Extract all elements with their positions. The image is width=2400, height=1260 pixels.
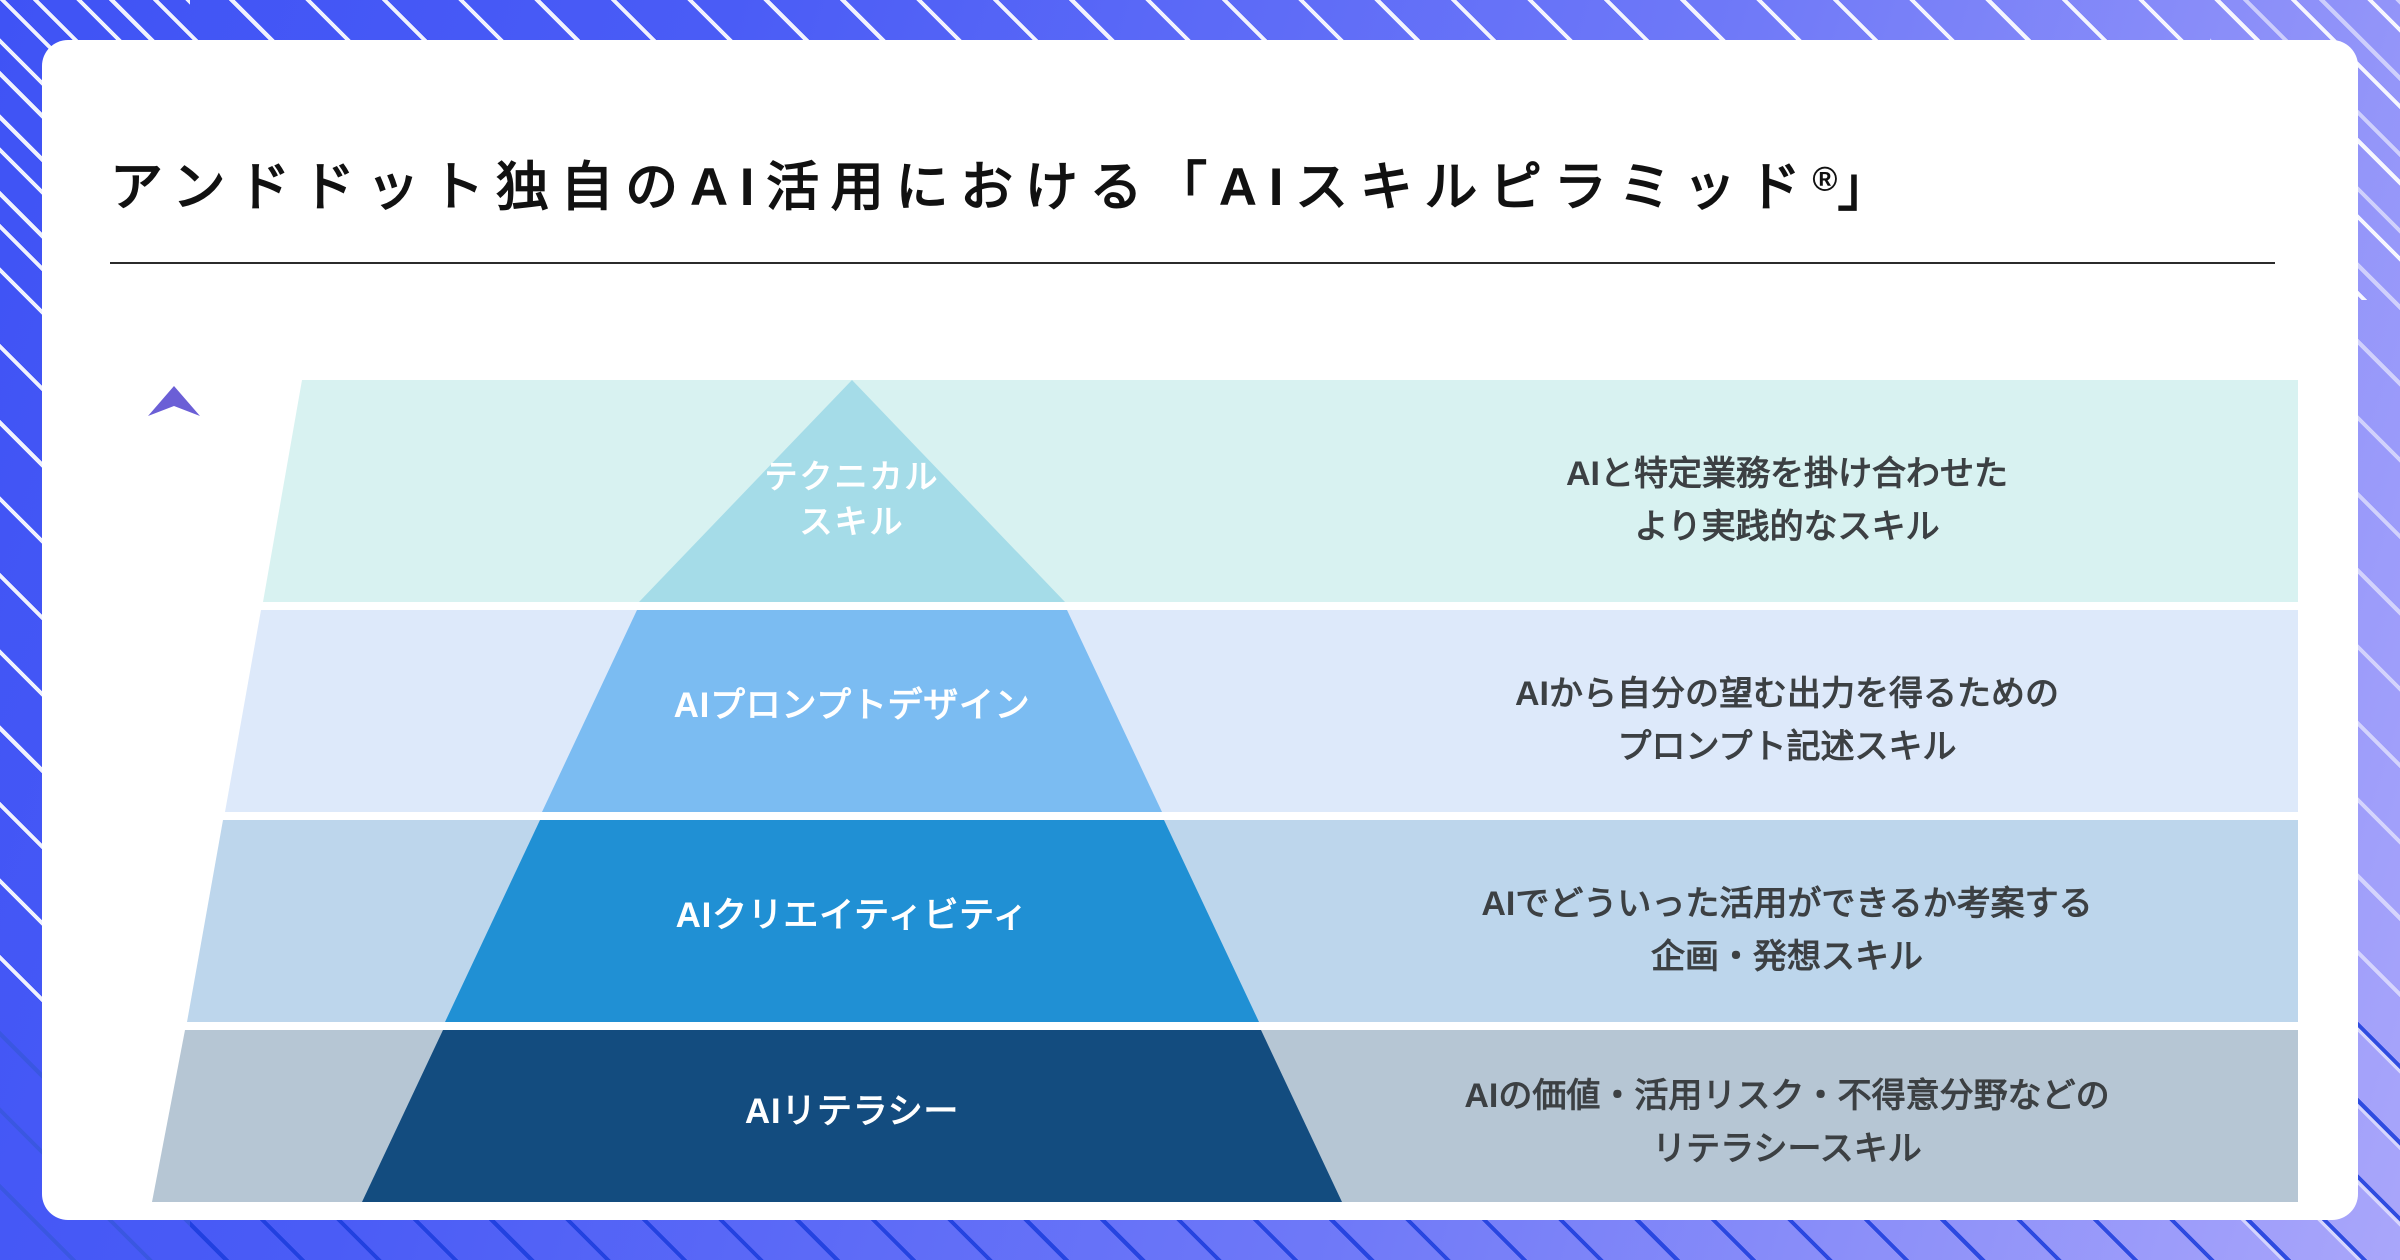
pyramid-segment-tier-1 [362, 1030, 1342, 1202]
pyramid-description-tier-3: AIから自分の望む出力を得るための プロンプト記述スキル [1515, 675, 2059, 766]
pyramid-segment-tier-2 [445, 820, 1259, 1022]
pyramid-segment-tier-4 [639, 380, 1065, 602]
upward-growth-arrow-icon [148, 386, 200, 1210]
pyramid-description-tier-2: AIでどういった活用ができるか考案する 企画・発想スキル [1481, 885, 2093, 976]
title-divider [110, 262, 2275, 264]
pyramid-description-tier-1: AIの価値・活用リスク・不得意分野などの リテラシースキル [1464, 1077, 2110, 1168]
page-title-closing-bracket: 」 [1837, 158, 1903, 217]
registered-trademark-icon: ® [1812, 160, 1838, 199]
slide-card: アンドドット独自のAI活用における「AIスキルピラミッド®」 [42, 40, 2358, 1220]
pyramid-segment-tier-3 [542, 610, 1162, 812]
page-title-text: アンドドット独自のAI活用における「AIスキルピラミッド [110, 158, 1813, 217]
pyramid-svg [148, 380, 2298, 1210]
ai-skill-pyramid-diagram: テクニカル スキル AIプロンプトデザイン AIクリエイティビティ AIリテラシ… [42, 380, 2358, 1210]
page-title: アンドドット独自のAI活用における「AIスキルピラミッド®」 [110, 145, 2270, 221]
pyramid-description-tier-4: AIと特定業務を掛け合わせた より実践的なスキル [1566, 455, 2008, 546]
